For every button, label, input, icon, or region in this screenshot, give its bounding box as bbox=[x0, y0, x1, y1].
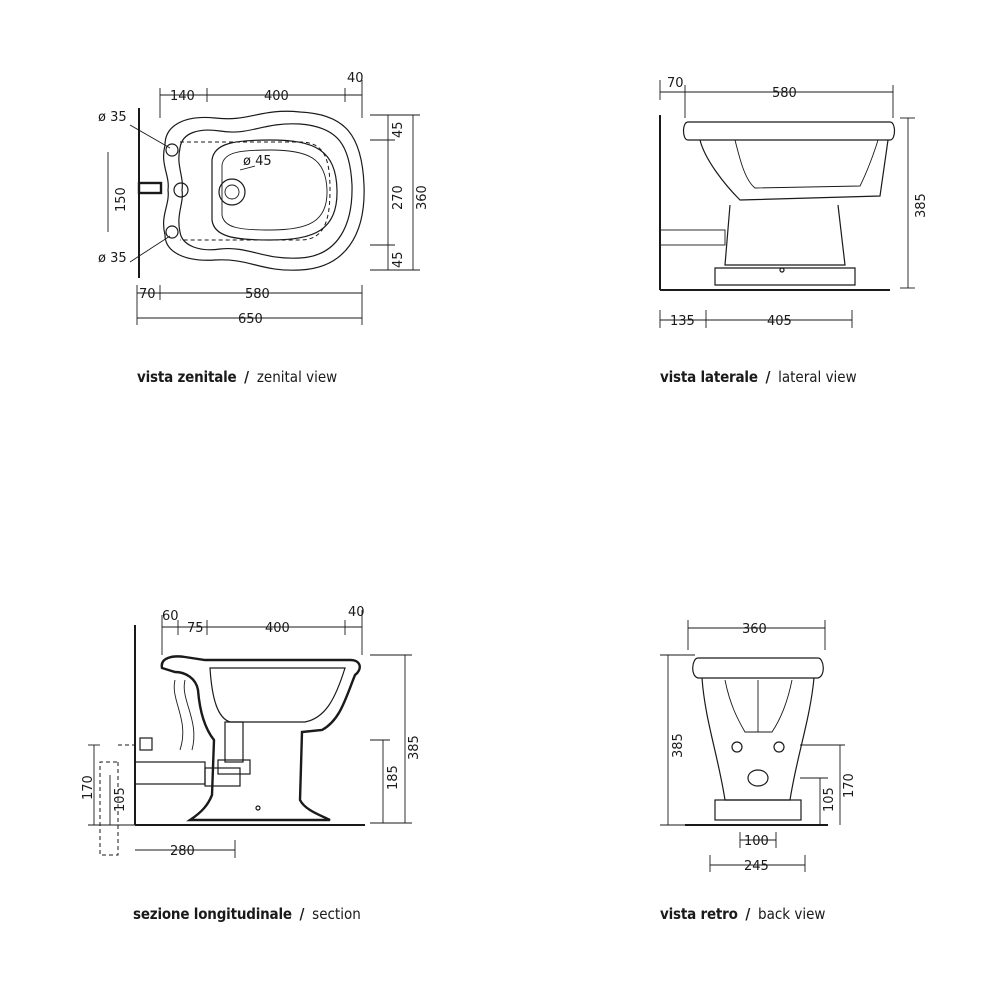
caption-english: section bbox=[312, 905, 361, 923]
caption-english: back view bbox=[758, 905, 826, 923]
supply-pipe bbox=[659, 229, 726, 246]
drain-body bbox=[224, 721, 244, 763]
drain-circle-outer bbox=[218, 178, 246, 206]
dim-dia35-bottom: ø 35 bbox=[98, 251, 127, 266]
dim-400: 400 bbox=[265, 621, 290, 636]
rim-outline bbox=[682, 121, 896, 141]
drain-circle-inner bbox=[224, 184, 240, 200]
fixing-hole-left bbox=[731, 741, 743, 753]
bidet-rim-inner bbox=[178, 123, 353, 259]
top-view-svg: 140 400 40 45 270 45 360 150 ø 35 ø 35 ø… bbox=[98, 71, 430, 327]
dim-70: 70 bbox=[667, 76, 684, 91]
basin-outline bbox=[211, 139, 338, 241]
lateral-view-caption: vista laterale / lateral view bbox=[660, 368, 857, 386]
pedestal-outline bbox=[724, 204, 846, 266]
dim-580: 580 bbox=[245, 287, 270, 302]
dim-650: 650 bbox=[238, 312, 263, 327]
bowl-section-outline bbox=[160, 655, 361, 822]
dim-dia45: ø 45 bbox=[243, 154, 272, 169]
dim-580: 580 bbox=[772, 86, 797, 101]
dim-60: 60 bbox=[162, 609, 179, 624]
dim-dia35-top: ø 35 bbox=[98, 110, 127, 125]
dim-135: 135 bbox=[670, 314, 695, 329]
bidet-outer-outline bbox=[163, 110, 365, 271]
rim-outline bbox=[692, 657, 824, 679]
caption-english: zenital view bbox=[256, 368, 338, 386]
supply-hose-b bbox=[183, 679, 195, 751]
waste-pipe bbox=[134, 761, 206, 785]
caption-italian: vista laterale bbox=[660, 368, 758, 386]
caption-separator: / bbox=[760, 368, 776, 386]
lateral-view-drawing: 70 580 385 135 405 vista laterale / late… bbox=[500, 0, 1000, 400]
dim-150: 150 bbox=[114, 187, 129, 212]
tap-hole-circle bbox=[173, 182, 189, 198]
bowl-inner-section bbox=[209, 667, 346, 723]
dim-140: 140 bbox=[170, 89, 195, 104]
waste-outlet bbox=[747, 769, 769, 787]
dim-385: 385 bbox=[407, 735, 422, 760]
dim-385: 385 bbox=[671, 733, 686, 758]
dim-185: 185 bbox=[386, 765, 401, 790]
trap-elbow bbox=[217, 759, 251, 775]
dim-360: 360 bbox=[742, 622, 767, 637]
leader-dia35-top bbox=[129, 124, 171, 149]
hidden-pipe bbox=[99, 744, 135, 856]
dim-45-bottom: 45 bbox=[391, 251, 406, 268]
back-view-svg: 360 385 105 170 100 245 bbox=[660, 620, 857, 874]
dim-170: 170 bbox=[842, 773, 857, 798]
lateral-view-svg: 70 580 385 135 405 bbox=[659, 76, 929, 329]
dim-105: 105 bbox=[822, 787, 837, 812]
leader-dia35-bottom bbox=[129, 235, 171, 263]
caption-english: lateral view bbox=[778, 368, 857, 386]
top-view-caption: vista zenitale / zenital view bbox=[137, 368, 337, 386]
section-view-caption: sezione longitudinale / section bbox=[133, 905, 361, 923]
bowl-inner bbox=[734, 139, 879, 189]
pedestal-base bbox=[714, 267, 856, 286]
fixing-dot bbox=[779, 267, 785, 273]
fixing-dot bbox=[255, 805, 261, 811]
fixing-hole-right bbox=[773, 741, 785, 753]
caption-italian: sezione longitudinale bbox=[133, 905, 292, 923]
dim-405: 405 bbox=[767, 314, 792, 329]
dim-70: 70 bbox=[139, 287, 156, 302]
dim-385: 385 bbox=[914, 193, 929, 218]
dim-170: 170 bbox=[81, 775, 96, 800]
dim-75: 75 bbox=[187, 621, 204, 636]
section-view-svg: 60 75 400 40 185 385 170 105 280 bbox=[81, 605, 422, 859]
section-view-drawing: 60 75 400 40 185 385 170 105 280 sezione… bbox=[0, 500, 500, 950]
dim-40: 40 bbox=[347, 71, 364, 86]
caption-separator: / bbox=[294, 905, 310, 923]
dim-400: 400 bbox=[264, 89, 289, 104]
supply-fitting bbox=[137, 181, 163, 195]
dim-105: 105 bbox=[113, 787, 128, 812]
body-inner bbox=[724, 679, 793, 733]
dim-270: 270 bbox=[391, 185, 406, 210]
dim-245: 245 bbox=[744, 859, 769, 874]
caption-italian: vista zenitale bbox=[137, 368, 237, 386]
caption-separator: / bbox=[740, 905, 756, 923]
caption-separator: / bbox=[239, 368, 254, 386]
hidden-outline bbox=[180, 141, 331, 241]
base-outline bbox=[714, 799, 802, 821]
dim-360: 360 bbox=[415, 185, 430, 210]
top-view-drawing: 140 400 40 45 270 45 360 150 ø 35 ø 35 ø… bbox=[0, 0, 500, 400]
fixing-hole-top bbox=[165, 143, 179, 157]
bowl-outline bbox=[699, 139, 889, 201]
fixing-hole-bottom bbox=[165, 225, 179, 239]
back-view-drawing: 360 385 105 170 100 245 vista retro / ba… bbox=[500, 500, 1000, 950]
supply-valve bbox=[139, 737, 153, 751]
dim-100: 100 bbox=[744, 834, 769, 849]
trap-outlet bbox=[204, 767, 241, 787]
caption-italian: vista retro bbox=[660, 905, 738, 923]
leader-dia45 bbox=[239, 165, 256, 171]
basin-inner-outline bbox=[221, 149, 328, 231]
back-view-caption: vista retro / back view bbox=[660, 905, 825, 923]
dim-40: 40 bbox=[348, 605, 365, 620]
dim-45-top: 45 bbox=[391, 121, 406, 138]
dim-280: 280 bbox=[170, 844, 195, 859]
supply-hose-a bbox=[173, 679, 184, 751]
